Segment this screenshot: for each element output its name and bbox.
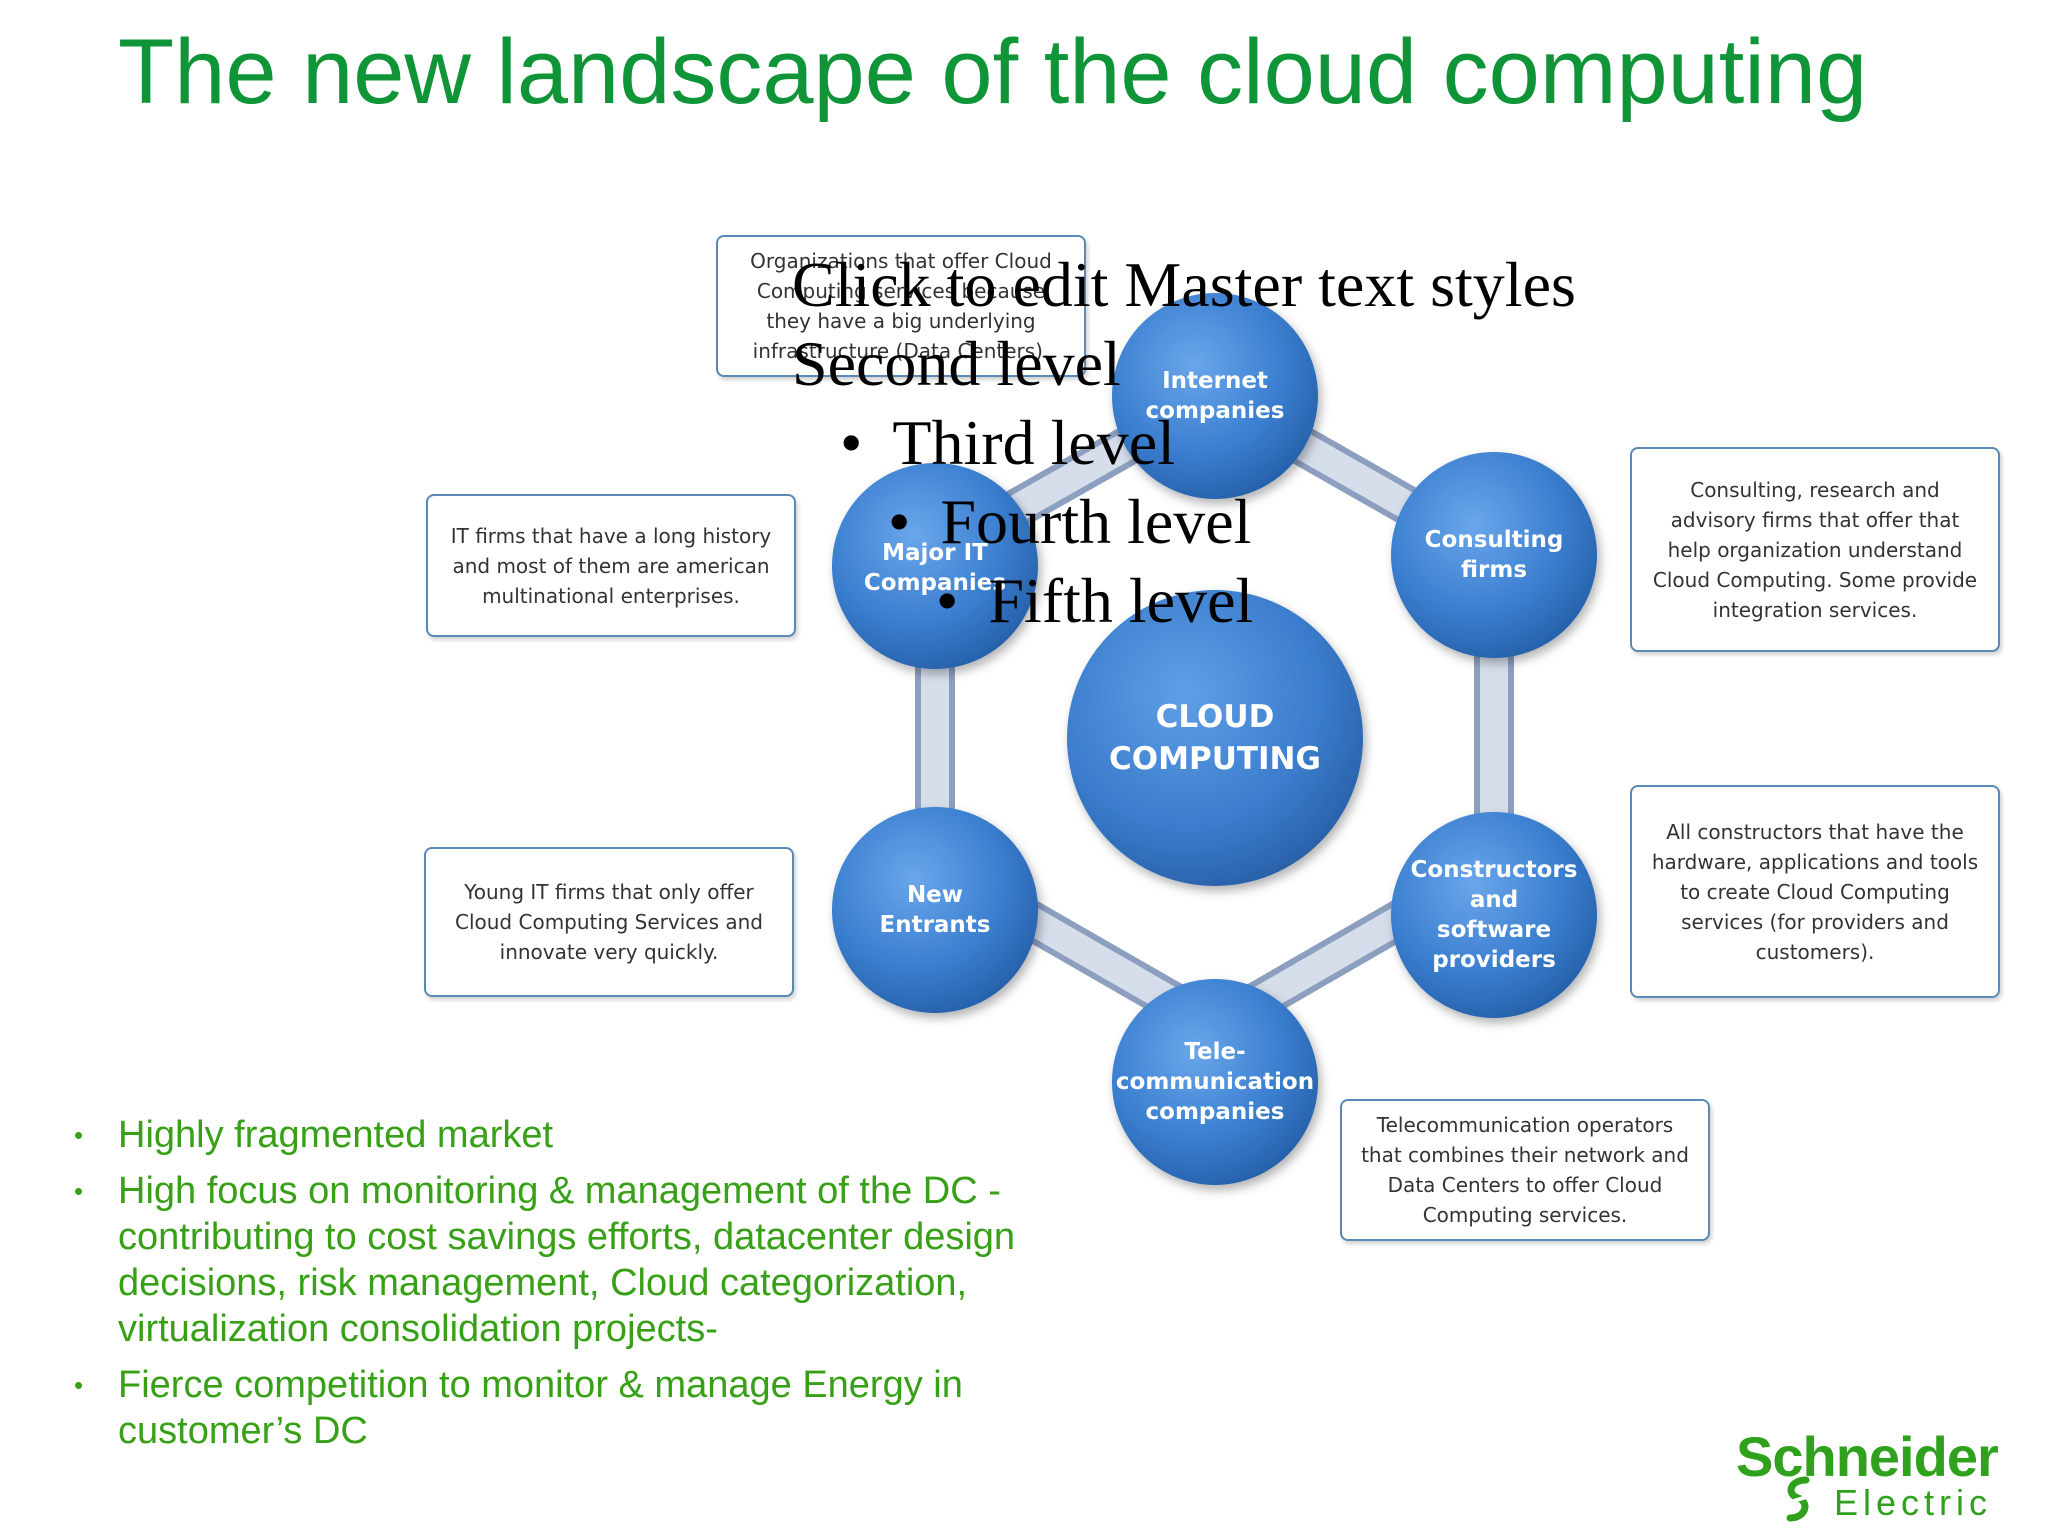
node-consulting-label: Consulting firms bbox=[1391, 505, 1597, 605]
node-label-line: software bbox=[1436, 917, 1552, 943]
bullet-list: • Highly fragmented market • High focus … bbox=[72, 1112, 1082, 1464]
description-major-it: IT firms that have a long history and mo… bbox=[426, 494, 796, 637]
master-level-text: Click to edit Master text styles bbox=[792, 249, 1576, 320]
node-telecom-circle bbox=[1112, 979, 1318, 1185]
bullet-text: High focus on monitoring & management of… bbox=[118, 1170, 1016, 1350]
logo-mark-icon bbox=[1783, 1476, 1817, 1522]
node-label-line: Tele- bbox=[1184, 1039, 1246, 1065]
master-level-2: Second level bbox=[792, 324, 1576, 403]
node-label-line: Entrants bbox=[879, 912, 991, 938]
description-constructors: All constructors that have the hardware,… bbox=[1630, 785, 2000, 998]
description-consulting: Consulting, research and advisory firms … bbox=[1630, 447, 2000, 652]
node-major-it-circle bbox=[832, 463, 1038, 669]
bullet-text: Fierce competition to monitor & manage E… bbox=[118, 1364, 963, 1452]
node-label-line: firms bbox=[1460, 557, 1528, 583]
slide-title: The new landscape of the cloud computing bbox=[118, 21, 1868, 123]
bullet-dot: • bbox=[74, 1120, 84, 1150]
center-label-line: CLOUD bbox=[1155, 699, 1275, 735]
node-internet-circle bbox=[1112, 293, 1318, 499]
schneider-electric-logo: Schneider Electric bbox=[1734, 1424, 2034, 1524]
node-label-line: providers bbox=[1432, 947, 1556, 973]
node-new-entrants-circle bbox=[832, 807, 1038, 1013]
bullet-dot: • bbox=[74, 1370, 84, 1400]
node-major-it-label: Major IT Companies bbox=[832, 520, 1038, 616]
master-level-text: Second level bbox=[792, 328, 1121, 399]
master-level-4: • Fourth level bbox=[792, 482, 1576, 561]
node-internet-label: Internet companies bbox=[1112, 336, 1318, 456]
node-label-line: Consulting bbox=[1424, 527, 1564, 553]
node-label-line: Constructors bbox=[1410, 857, 1578, 883]
node-label-line: and bbox=[1469, 887, 1519, 913]
node-label-line: companies bbox=[1145, 398, 1285, 424]
description-new-entrants: Young IT firms that only offer Cloud Com… bbox=[424, 847, 794, 997]
master-level-text: Third level bbox=[892, 407, 1175, 478]
master-level-3: • Third level bbox=[792, 403, 1576, 482]
bullet-item: • Fierce competition to monitor & manage… bbox=[72, 1362, 1082, 1454]
bullet-item: • High focus on monitoring & management … bbox=[72, 1168, 1082, 1352]
master-level-1: Click to edit Master text styles bbox=[792, 245, 1576, 324]
node-new-entrants-label: New Entrants bbox=[832, 862, 1038, 958]
center-label-line: COMPUTING bbox=[1109, 741, 1321, 777]
node-label-line: companies bbox=[1145, 1099, 1285, 1125]
bullet-glyph: • bbox=[936, 565, 959, 636]
logo-sub: Electric bbox=[1834, 1482, 1993, 1523]
master-text-placeholder: Click to edit Master text styles Second … bbox=[792, 245, 1576, 640]
bullet-glyph: • bbox=[888, 486, 911, 557]
master-level-5: • Fifth level bbox=[792, 561, 1576, 640]
logo-name: Schneider bbox=[1736, 1425, 1999, 1488]
bullet-item: • Highly fragmented market bbox=[72, 1112, 1082, 1158]
master-level-text: Fifth level bbox=[988, 565, 1254, 636]
bullet-glyph: • bbox=[840, 407, 863, 478]
node-label-line: Internet bbox=[1162, 368, 1268, 394]
node-constructors-label: Constructors and software providers bbox=[1391, 845, 1597, 985]
node-constructors-circle bbox=[1391, 812, 1597, 1018]
bullet-dot: • bbox=[74, 1176, 84, 1206]
description-telecom: Telecommunication operators that combine… bbox=[1340, 1099, 1710, 1241]
bullet-text: Highly fragmented market bbox=[118, 1114, 554, 1156]
node-consulting-circle bbox=[1391, 452, 1597, 658]
description-internet: Organizations that offer Cloud Computing… bbox=[716, 235, 1086, 377]
center-label: CLOUD COMPUTING bbox=[1067, 690, 1363, 786]
node-label-line: Companies bbox=[863, 570, 1007, 596]
master-level-text: Fourth level bbox=[940, 486, 1252, 557]
node-telecom-label: Tele- communication companies bbox=[1107, 1032, 1323, 1132]
node-label-line: communication bbox=[1115, 1069, 1315, 1095]
node-label-line: Major IT bbox=[882, 540, 988, 566]
node-label-line: New bbox=[906, 882, 964, 908]
center-circle bbox=[1067, 590, 1363, 886]
